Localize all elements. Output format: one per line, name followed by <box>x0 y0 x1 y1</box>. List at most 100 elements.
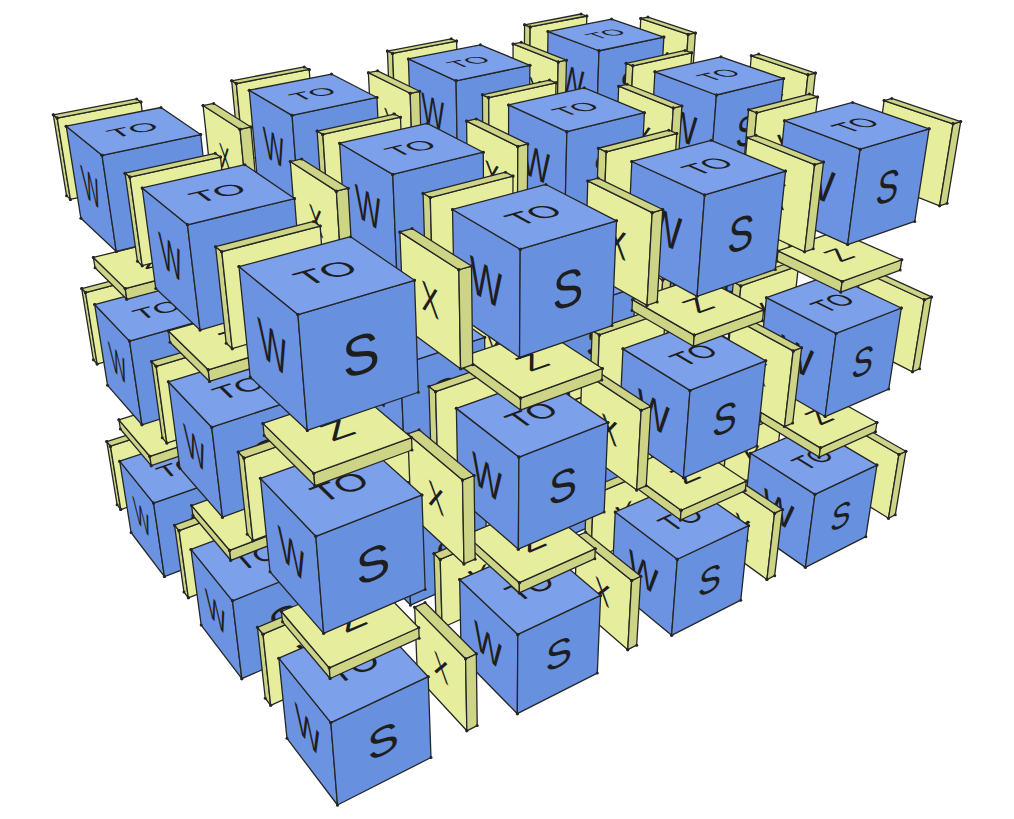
corner-dot <box>563 259 566 262</box>
corner-dot <box>651 211 654 214</box>
corner-dot <box>412 218 415 221</box>
corner-dot <box>693 334 696 337</box>
corner-dot <box>314 226 317 229</box>
corner-dot <box>410 436 413 439</box>
corner-dot <box>303 250 306 253</box>
corner-dot <box>946 202 949 205</box>
corner-dot <box>314 535 317 538</box>
corner-dot <box>765 243 768 246</box>
corner-dot <box>128 176 131 179</box>
corner-dot <box>595 408 598 411</box>
corner-dot <box>478 453 481 456</box>
corner-dot <box>325 319 328 322</box>
box-face <box>236 69 314 160</box>
corner-dot <box>431 287 434 290</box>
corner-dot <box>959 120 962 123</box>
corner-dot <box>330 73 333 76</box>
corner-dot <box>458 193 461 196</box>
corner-dot <box>746 136 749 139</box>
corner-dot <box>431 300 434 303</box>
corner-dot <box>670 215 673 218</box>
corner-dot <box>593 557 596 560</box>
corner-dot <box>453 190 456 193</box>
corner-dot <box>458 199 461 202</box>
corner-dot <box>692 345 695 348</box>
corner-dot <box>128 340 131 343</box>
corner-dot <box>353 276 356 279</box>
corner-dot <box>465 120 468 123</box>
corner-dot <box>706 216 709 219</box>
box-face <box>654 192 707 227</box>
corner-dot <box>298 352 301 355</box>
corner-dot <box>457 268 460 271</box>
corner-dot <box>518 591 521 594</box>
corner-dot <box>513 241 516 244</box>
corner-dot <box>150 180 153 183</box>
corner-dot <box>230 79 233 82</box>
corner-dot <box>551 247 554 250</box>
corner-dot <box>482 151 485 154</box>
corner-dot <box>745 480 748 483</box>
corner-dot <box>680 104 683 107</box>
corner-dot <box>354 287 357 290</box>
corner-dot <box>483 336 486 339</box>
corner-dot <box>632 164 635 167</box>
corner-dot <box>928 127 931 130</box>
corner-dot <box>488 265 491 268</box>
corner-dot <box>316 130 319 133</box>
box-face <box>697 244 767 342</box>
corner-dot <box>375 221 378 224</box>
corner-dot <box>544 182 547 185</box>
corner-dot <box>529 25 532 28</box>
corner-dot <box>394 125 397 128</box>
corner-dot <box>487 96 490 99</box>
corner-dot <box>544 183 547 186</box>
corner-dot <box>246 415 249 418</box>
face-letter: S <box>355 534 392 595</box>
corner-dot <box>654 190 657 193</box>
corner-dot <box>140 423 143 426</box>
corner-dot <box>511 440 514 443</box>
corner-dot <box>461 479 464 482</box>
corner-dot <box>507 355 510 358</box>
corner-dot <box>181 280 184 283</box>
corner-dot <box>488 175 491 178</box>
corner-dot <box>220 250 223 253</box>
corner-dot <box>229 559 232 562</box>
corner-dot <box>375 231 378 234</box>
corner-dot <box>516 145 519 148</box>
corner-dot <box>391 52 394 55</box>
corner-dot <box>545 243 548 246</box>
corner-dot <box>789 236 792 239</box>
box-face <box>244 427 340 541</box>
corner-dot <box>417 175 420 178</box>
corner-dot <box>356 390 359 393</box>
corner-dot <box>918 367 921 370</box>
corner-dot <box>406 481 409 484</box>
box-face <box>376 235 418 330</box>
corner-dot <box>541 376 544 379</box>
corner-dot <box>458 193 461 196</box>
corner-dot <box>628 139 631 142</box>
box-face <box>530 16 587 96</box>
corner-dot <box>400 274 403 277</box>
corner-dot <box>338 385 341 388</box>
corner-dot <box>589 308 592 311</box>
corner-dot <box>764 198 767 201</box>
corner-dot <box>84 291 87 294</box>
corner-dot <box>548 291 551 294</box>
corner-dot <box>507 193 510 196</box>
corner-dot <box>690 51 693 54</box>
corner-dot <box>338 506 341 509</box>
corner-dot <box>750 54 753 57</box>
corner-dot <box>680 208 683 211</box>
corner-dot <box>456 111 459 114</box>
corner-dot <box>262 633 265 636</box>
corner-dot <box>651 211 654 214</box>
corner-dot <box>696 321 699 324</box>
corner-dot <box>539 543 542 546</box>
corner-dot <box>349 325 352 328</box>
corner-dot <box>456 165 459 168</box>
corner-dot <box>327 216 330 219</box>
corner-dot <box>418 90 421 93</box>
